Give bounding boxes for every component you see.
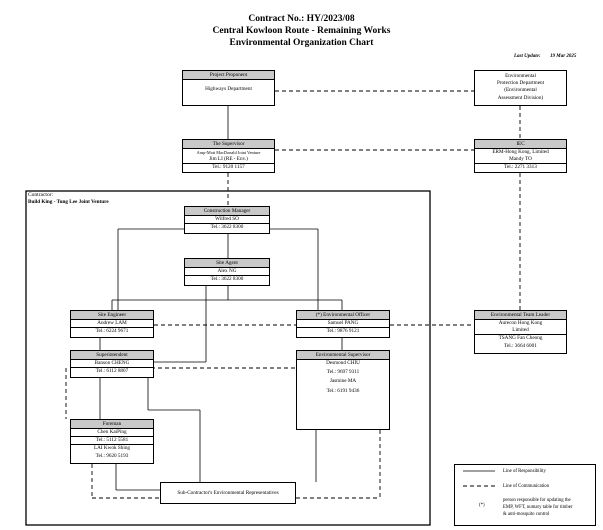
supervisor-box: The Supervisor Arup-Mott MacDonald Joint… [182, 139, 275, 173]
project-proponent-name: Highways Department [205, 86, 252, 92]
superintendent-box: Superintendent Banson CHENG Tel.: 6112 8… [70, 350, 154, 378]
legend-star-symbol: (*) [479, 503, 485, 508]
contractor-label: Contractor: [28, 192, 54, 198]
chart-title-subject: Environmental Organization Chart [229, 38, 374, 48]
superintendent-header: Superintendent [71, 351, 153, 360]
etl-person: TSANG Fan Cheong [475, 334, 566, 342]
epd-box: Environmental Protection Department (Env… [474, 70, 567, 106]
construction-manager-box: Construction Manager Wilfred SO Tel.: 36… [184, 206, 270, 234]
epd-line-4: Assessment Division) [497, 94, 544, 101]
legend-note-line-2: EMP, WFT, numary table for timber [503, 505, 573, 510]
legend-note-line-1: person responsible for updating the [503, 498, 571, 503]
construction-manager-header: Construction Manager [185, 207, 269, 216]
construction-manager-person: Wilfred SO [215, 216, 239, 222]
etl-tel: Tel.: 3664 6001 [504, 342, 537, 349]
site-agent-header: Site Agent [185, 259, 269, 268]
supervisor-person: Jim LI (RE - Env.) [209, 156, 248, 163]
site-engineer-header: Site Engineer [71, 311, 153, 320]
site-agent-tel: Tel.: 3622 8300 [185, 275, 269, 283]
last-update-label: Last Update: [514, 54, 541, 59]
etl-company-line-2: Limited [512, 327, 529, 334]
project-proponent-box: Project Proponent Highways Department [182, 70, 275, 106]
etl-header: Environmental Team Leader [475, 311, 566, 320]
project-proponent-header: Project Proponent [183, 71, 274, 80]
env-supervisor-header: Environmental Supervisor [297, 351, 389, 360]
epd-line-2: Protection Department [496, 80, 545, 87]
subcontractor-box: Sub-Contractor's Environmental Represent… [160, 482, 296, 504]
site-engineer-tel: Tel.: 6224 9671 [71, 327, 153, 335]
env-officer-header: (*) Environmental Officer [297, 311, 389, 320]
site-agent-box: Site Agent Alex NG Tel.: 3622 8300 [184, 258, 270, 286]
foreman-box: Foreman Chen KaiPing Tel.: 5112 5581 LAI… [70, 419, 154, 464]
foreman-tel-2: Tel.: 9620 5193 [95, 452, 129, 459]
superintendent-person: Banson CHENG [94, 360, 130, 366]
env-supervisor-tel-2: Tel.: 6191 9436 [326, 387, 360, 394]
foreman-header: Foreman [71, 420, 153, 429]
env-officer-box: (*) Environmental Officer Samuel PANG Te… [296, 310, 390, 338]
iec-box: IEC ERM-Hong Kong, Limited Mandy TO Tel.… [474, 139, 567, 173]
chart-title-contract: Contract No.: HY/2023/08 [248, 14, 355, 24]
legend-note-line-3: & anti-mosquito control [503, 512, 550, 517]
superintendent-tel: Tel.: 6112 8807 [71, 367, 153, 375]
legend-communication-label: Line of Communication [503, 484, 550, 489]
construction-manager-tel: Tel.: 3622 8300 [185, 223, 269, 231]
epd-line-3: (Environmental [504, 87, 537, 94]
last-update-date: 19 Mar 2025 [550, 54, 577, 59]
iec-person: Mandy TO [509, 156, 532, 163]
iec-header: IEC [475, 140, 566, 149]
env-supervisor-tel-1: Tel.: 9697 9311 [326, 369, 360, 376]
supervisor-company: Arup-Mott MacDonald Joint Venture [196, 150, 261, 155]
iec-tel: Tel.: 2271 3313 [475, 163, 566, 171]
foreman-person-1: Chen KaiPing [97, 429, 127, 435]
iec-company: ERM-Hong Kong, Limited [492, 149, 549, 155]
chart-title-project: Central Kowloon Route - Remaining Works [212, 26, 391, 36]
env-officer-tel: Tel.: 9876 9121 [297, 327, 389, 335]
subcontractor-label: Sub-Contractor's Environmental Represent… [177, 490, 279, 496]
env-supervisor-person-2: Jasmine MA [329, 378, 357, 385]
supervisor-header: The Supervisor [183, 140, 274, 149]
env-supervisor-person-1: Desmond CHIU [326, 360, 360, 366]
epd-line-1: Environmental [505, 73, 536, 79]
responsibility-lines [99, 106, 343, 491]
env-supervisor-box: Environmental Supervisor Desmond CHIU Te… [296, 350, 390, 430]
foreman-person-2: LAI Kwok Shing [71, 444, 153, 452]
etl-company-line-1: Aurecon Hong Kong [498, 320, 543, 326]
contractor-name: Build King - Tung Lee Joint Venture [28, 199, 109, 205]
etl-box: Environmental Team Leader Aurecon Hong K… [474, 310, 567, 354]
site-engineer-box: Site Engineer Andrew LAM Tel.: 6224 9671 [70, 310, 154, 338]
legend-responsibility-label: Line of Responsibility [503, 469, 546, 474]
site-agent-person: Alex NG [217, 268, 237, 274]
legend-box: Line of Responsibility Line of Communica… [454, 464, 596, 526]
foreman-tel-1: Tel.: 5112 5581 [71, 436, 153, 444]
supervisor-tel: Tel.: 9120 1157 [183, 163, 274, 171]
communication-lines [65, 90, 521, 499]
env-officer-person: Samuel PANG [327, 320, 359, 326]
site-engineer-person: Andrew LAM [97, 320, 127, 326]
